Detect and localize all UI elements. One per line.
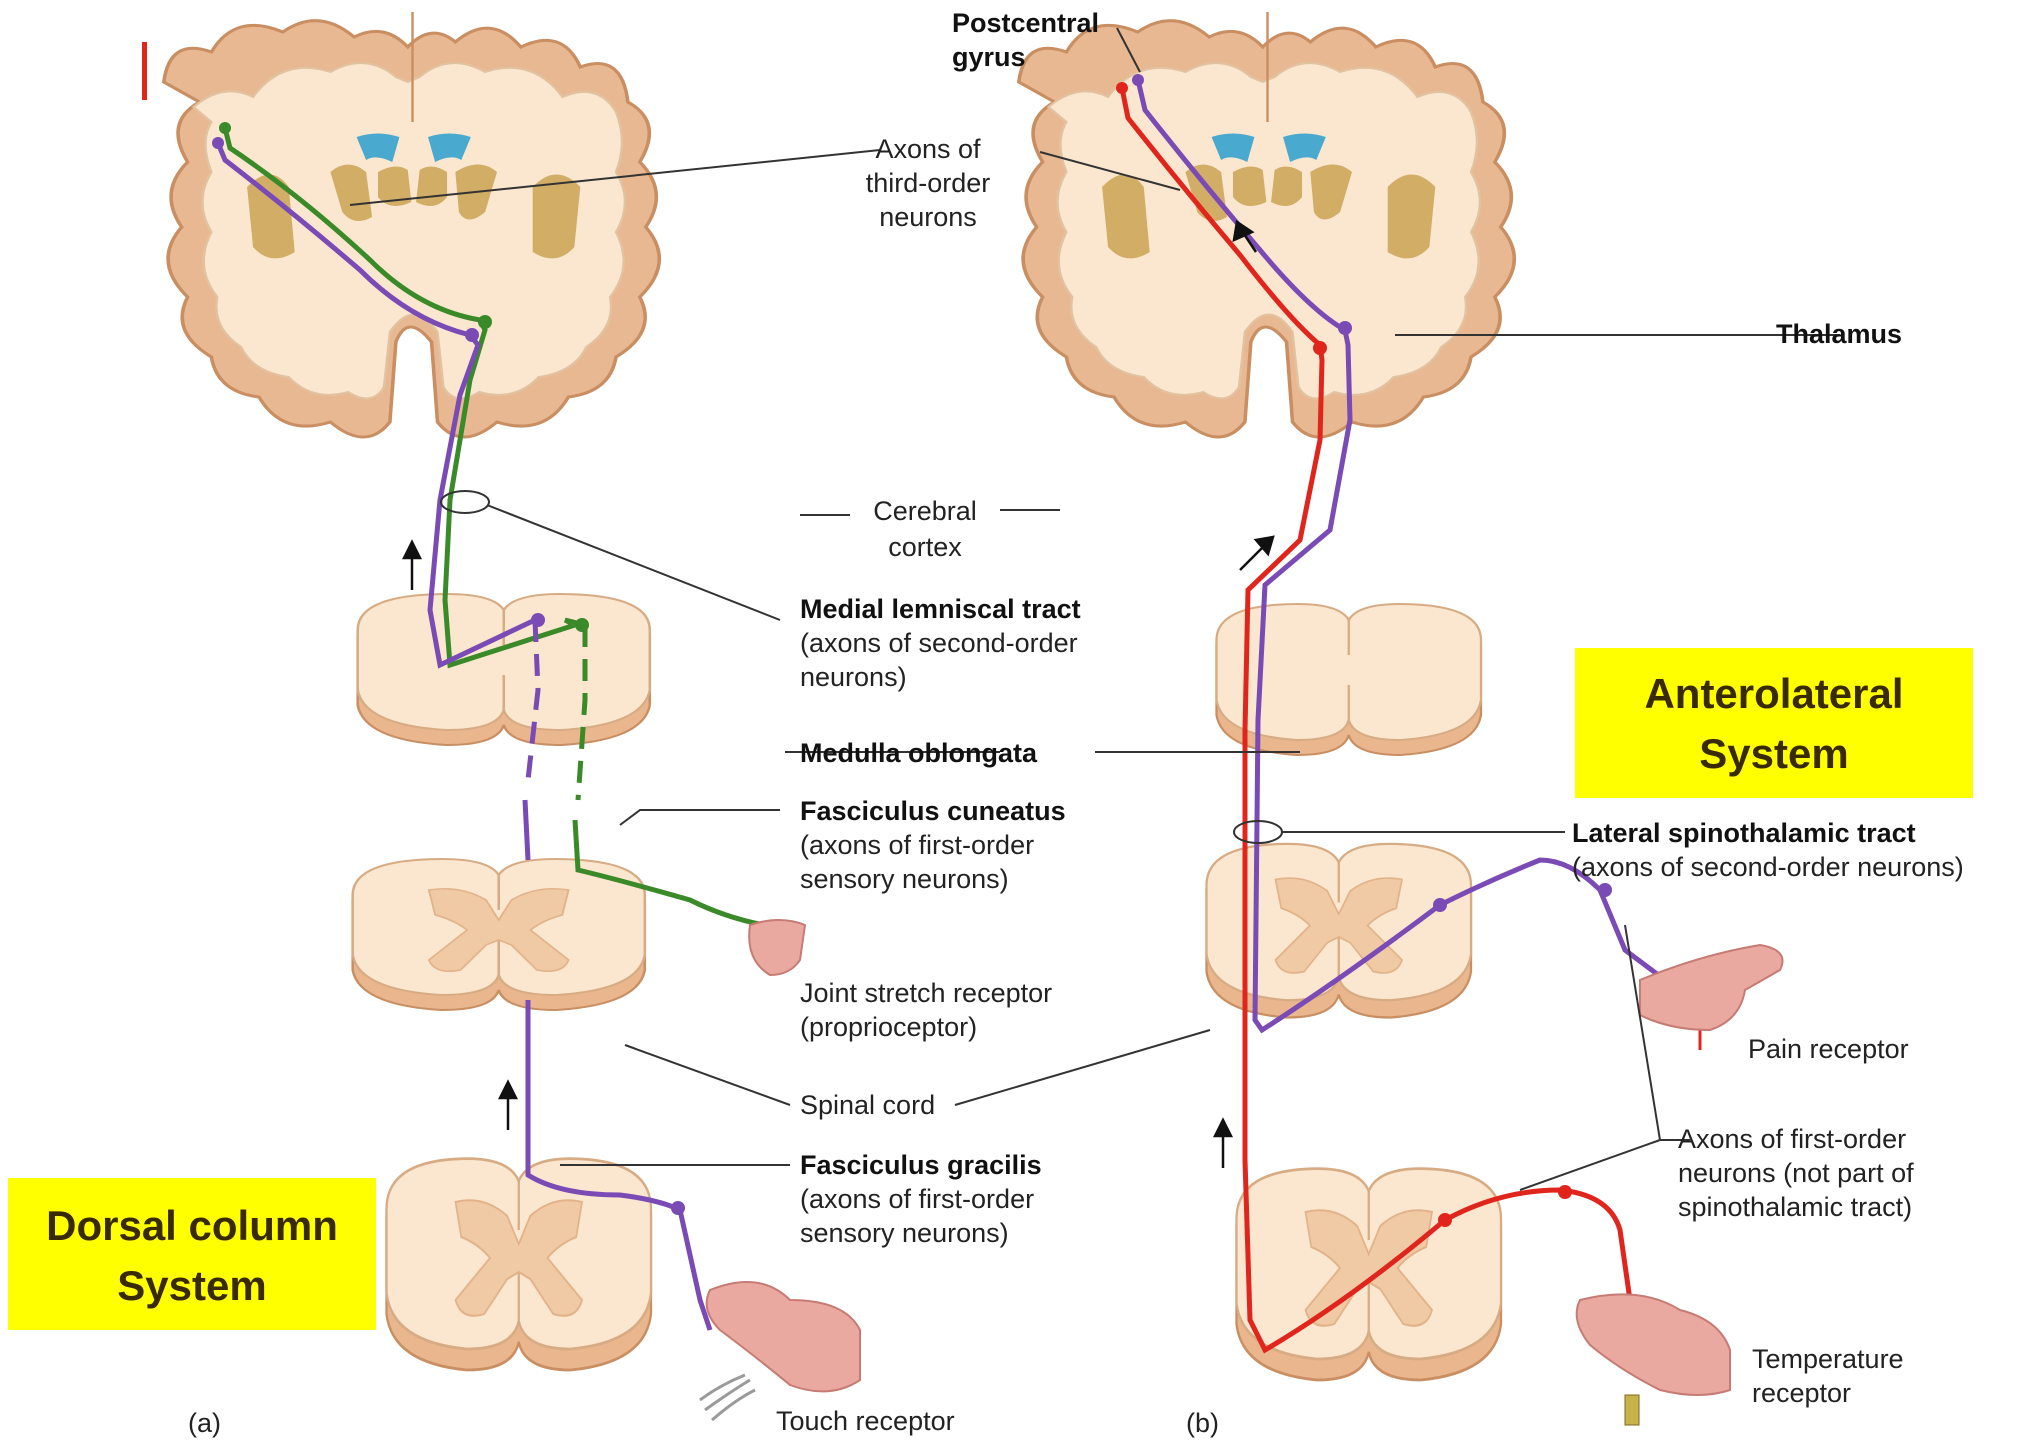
- label-fasciculus-cuneatus: Fasciculus cuneatus (axons of first-orde…: [800, 796, 1066, 894]
- svg-text:Fasciculus gracilis: Fasciculus gracilis: [800, 1150, 1042, 1180]
- red-marker: [142, 42, 147, 100]
- dorsal-column-system-box: Dorsal column System: [8, 1178, 376, 1330]
- svg-text:neurons (not part of: neurons (not part of: [1678, 1158, 1914, 1188]
- svg-text:(axons of second-order: (axons of second-order: [800, 628, 1078, 658]
- svg-text:Fasciculus cuneatus: Fasciculus cuneatus: [800, 796, 1066, 826]
- svg-text:System: System: [1699, 730, 1848, 777]
- label-medulla-oblongata: Medulla oblongata: [800, 738, 1038, 768]
- label-lateral-spinothalamic-tract: Lateral spinothalamic tract (axons of se…: [1572, 818, 1964, 882]
- svg-text:(axons of first-order: (axons of first-order: [800, 830, 1034, 860]
- spinal-cord-lower-right: [1237, 1169, 1502, 1380]
- temperature-probe-icon: [1625, 1395, 1639, 1425]
- panel-label-b: (b): [1186, 1408, 1219, 1438]
- svg-text:third-order: third-order: [866, 168, 991, 198]
- svg-text:Anterolateral: Anterolateral: [1644, 670, 1903, 717]
- svg-text:neurons): neurons): [800, 662, 907, 692]
- svg-text:(proprioceptor): (proprioceptor): [800, 1012, 977, 1042]
- touch-receptor-feather-icon: [700, 1375, 755, 1420]
- medulla-left: [358, 594, 650, 745]
- svg-text:System: System: [117, 1262, 266, 1309]
- svg-text:neurons: neurons: [879, 202, 977, 232]
- label-pain-receptor: Pain receptor: [1748, 1034, 1909, 1064]
- label-axons-third-order: Axons of third-order neurons: [866, 134, 991, 232]
- svg-text:Postcentral: Postcentral: [952, 8, 1099, 38]
- touch-receptor-foot: [707, 1282, 860, 1391]
- label-touch-receptor: Touch receptor: [776, 1406, 955, 1436]
- svg-text:spinothalamic tract): spinothalamic tract): [1678, 1192, 1912, 1222]
- svg-text:(axons of first-order: (axons of first-order: [800, 1184, 1034, 1214]
- brain-left: [164, 12, 659, 437]
- label-axons-first-order: Axons of first-order neurons (not part o…: [1678, 1124, 1914, 1222]
- svg-text:Axons of: Axons of: [875, 134, 981, 164]
- label-cerebral-cortex: Cerebral cortex: [873, 496, 977, 562]
- pain-receptor-hand: [1640, 945, 1783, 1030]
- joint-stretch-receptor-skin: [749, 920, 805, 975]
- svg-text:Joint stretch receptor: Joint stretch receptor: [800, 978, 1052, 1008]
- temperature-receptor-foot: [1577, 1294, 1730, 1395]
- svg-text:Medial lemniscal tract: Medial lemniscal tract: [800, 594, 1081, 624]
- panel-label-a: (a): [188, 1408, 221, 1438]
- label-joint-stretch-receptor: Joint stretch receptor (proprioceptor): [800, 978, 1052, 1042]
- svg-text:Lateral spinothalamic tract: Lateral spinothalamic tract: [1572, 818, 1916, 848]
- brain-right: [1019, 12, 1514, 437]
- label-thalamus: Thalamus: [1776, 319, 1902, 349]
- svg-text:cortex: cortex: [888, 532, 962, 562]
- label-spinal-cord: Spinal cord: [800, 1090, 935, 1120]
- svg-text:(axons of second-order neurons: (axons of second-order neurons): [1572, 852, 1964, 882]
- label-temperature-receptor: Temperature receptor: [1752, 1344, 1904, 1408]
- svg-text:Dorsal column: Dorsal column: [46, 1202, 338, 1249]
- svg-text:receptor: receptor: [1752, 1378, 1851, 1408]
- svg-text:sensory neurons): sensory neurons): [800, 1218, 1009, 1248]
- svg-text:sensory neurons): sensory neurons): [800, 864, 1009, 894]
- svg-text:gyrus: gyrus: [952, 42, 1026, 72]
- label-fasciculus-gracilis: Fasciculus gracilis (axons of first-orde…: [800, 1150, 1042, 1248]
- anterolateral-system-box: Anterolateral System: [1575, 648, 1973, 798]
- svg-text:Temperature: Temperature: [1752, 1344, 1904, 1374]
- spinal-cord-upper-left: [353, 859, 645, 1010]
- label-medial-lemniscal-tract: Medial lemniscal tract (axons of second-…: [800, 594, 1081, 692]
- svg-text:Cerebral: Cerebral: [873, 496, 977, 526]
- svg-text:Axons of first-order: Axons of first-order: [1678, 1124, 1906, 1154]
- spinal-cord-lower-left: [387, 1159, 652, 1370]
